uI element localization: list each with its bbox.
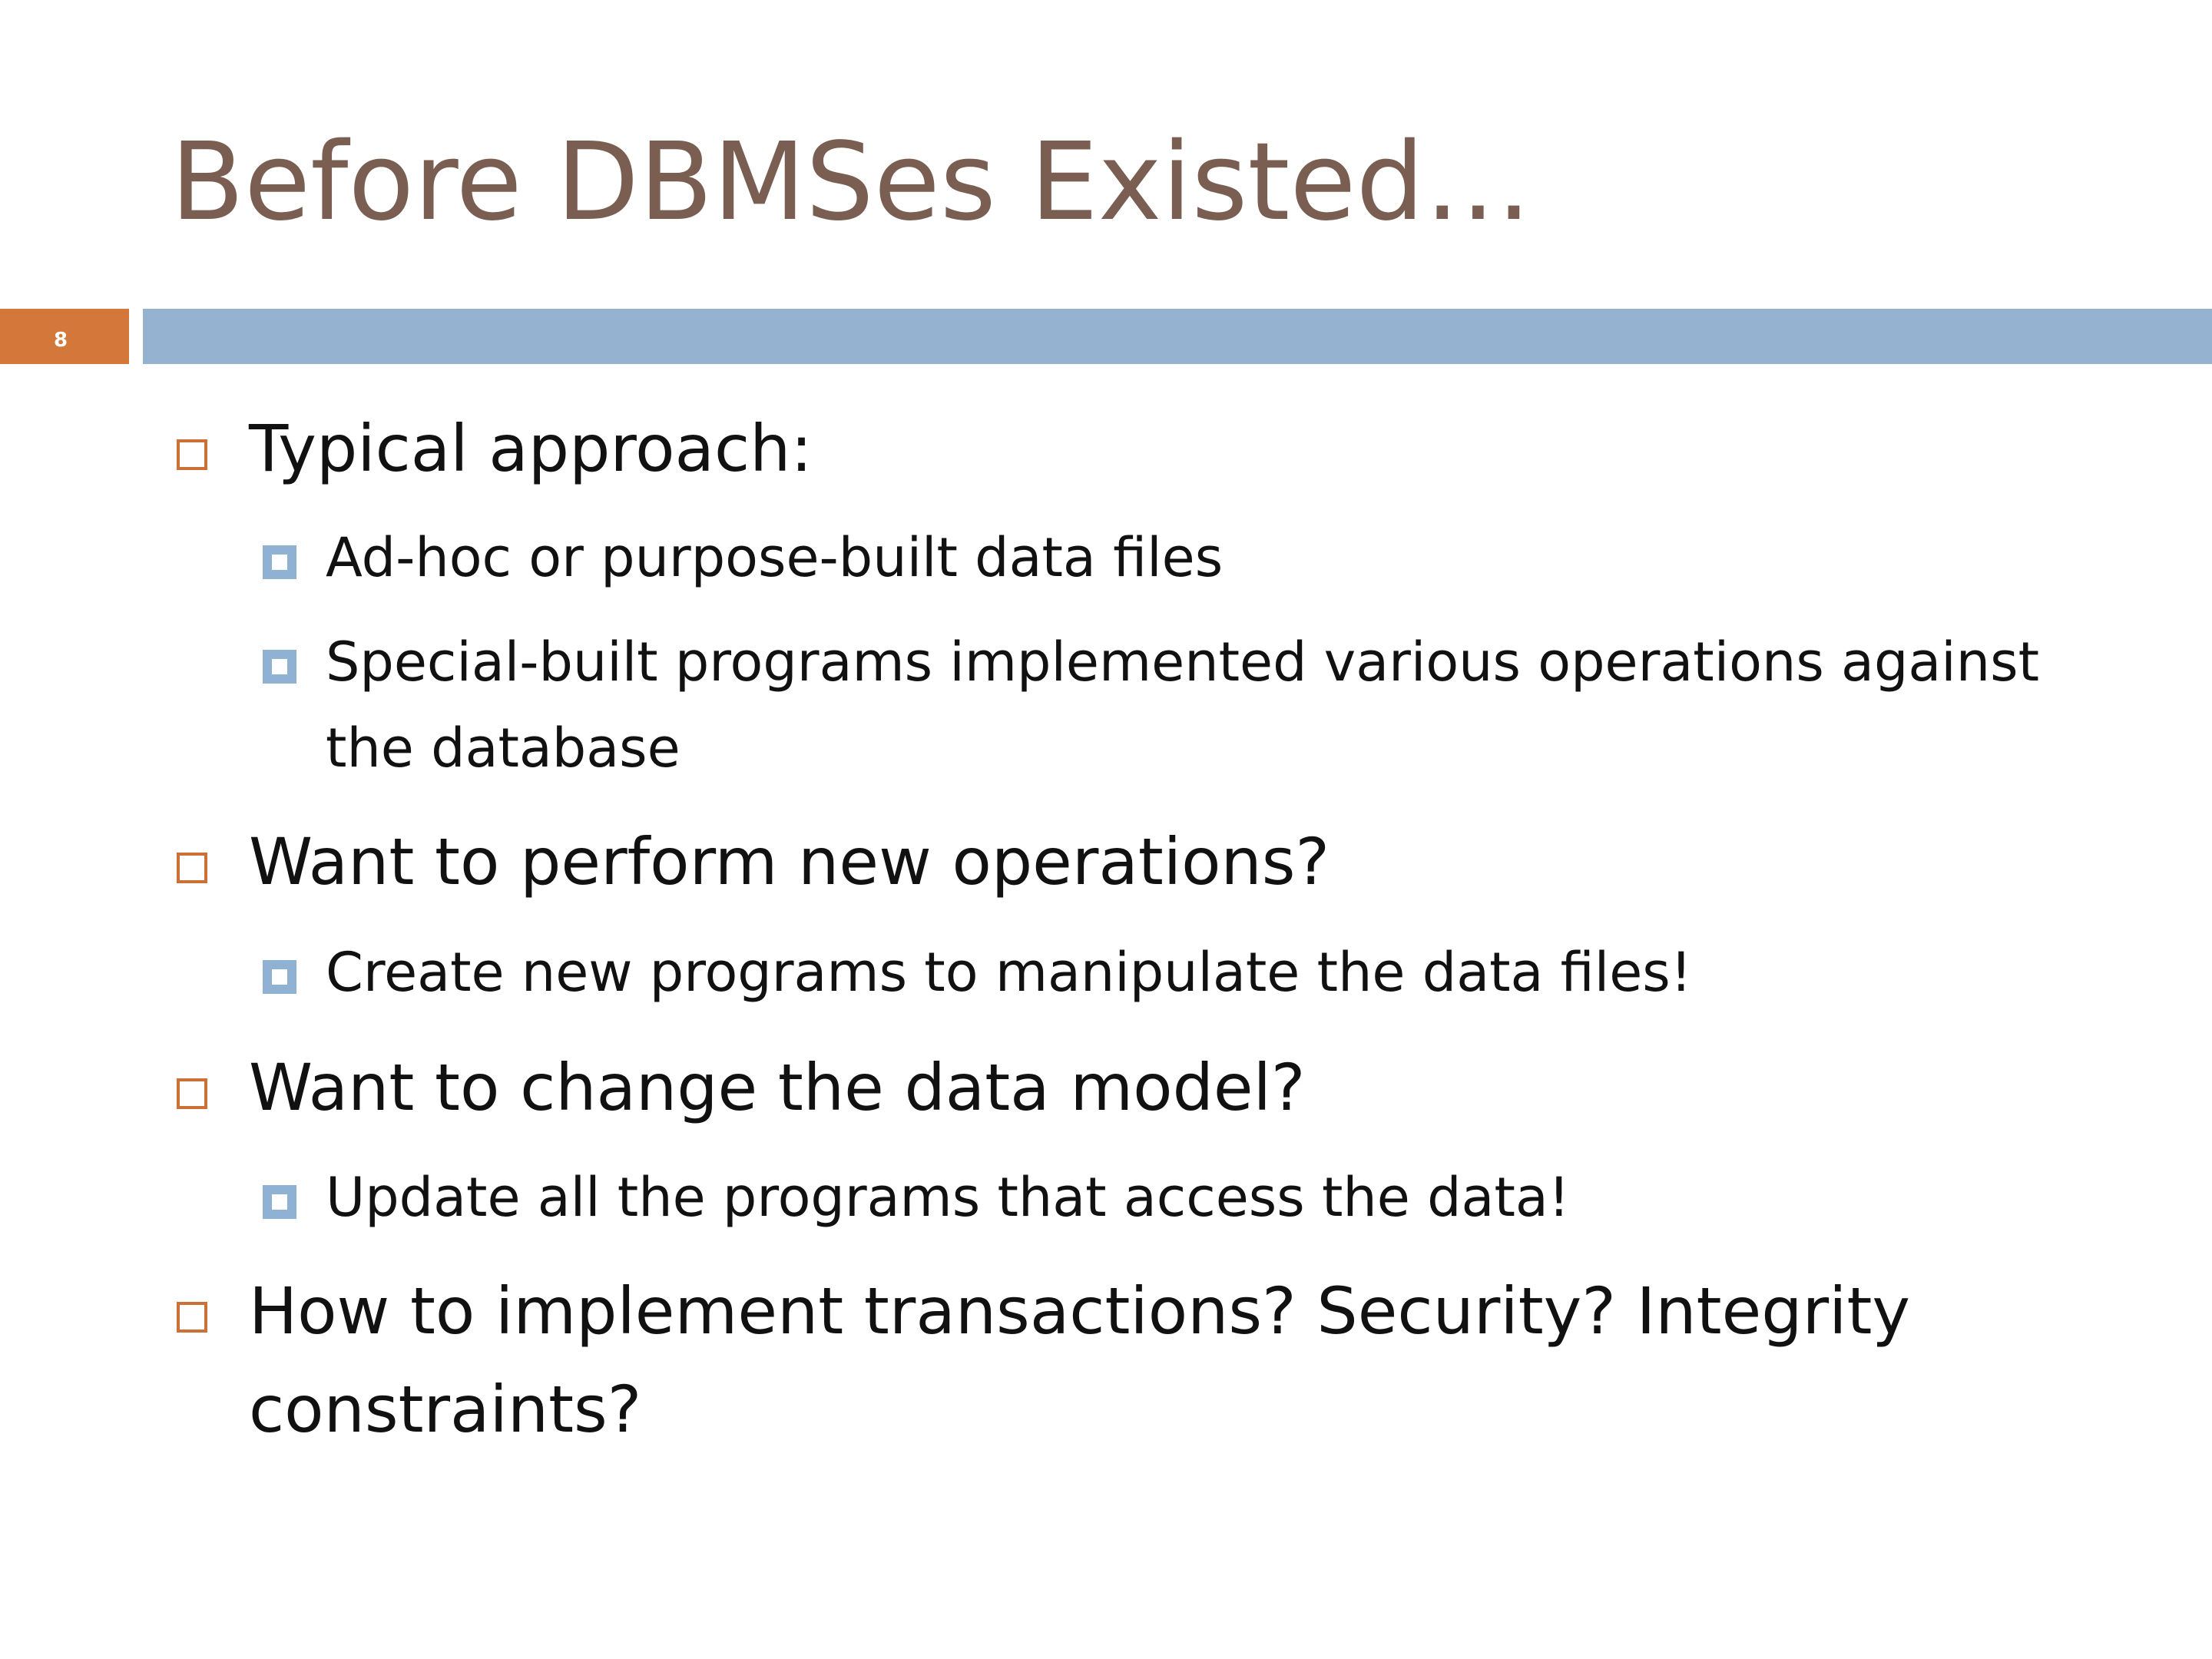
slide-number-box bbox=[0, 309, 129, 364]
bullet-text: Want to change the data model? bbox=[249, 1050, 1306, 1125]
bullet-level2: Create new programs to manipulate the da… bbox=[175, 929, 2088, 1015]
bullet-level1: Want to change the data model? bbox=[175, 1038, 2088, 1137]
bullet-level2: Ad-hoc or purpose-built data files bbox=[175, 515, 2088, 601]
bullet-level1: Want to perform new operations? bbox=[175, 813, 2088, 911]
bullet-text: Update all the programs that access the … bbox=[326, 1166, 1570, 1229]
bullet-level1: How to implement transactions? Security?… bbox=[175, 1262, 2088, 1459]
bullet-level2: Update all the programs that access the … bbox=[175, 1154, 2088, 1240]
slide-title: Before DBMSes Existed… bbox=[171, 120, 1532, 245]
title-divider-bar bbox=[143, 309, 2212, 364]
bullet-level2: Special-built programs implemented vario… bbox=[175, 619, 2088, 791]
bullet-text: Typical approach: bbox=[249, 411, 813, 486]
hollow-square-bullet-icon bbox=[177, 853, 207, 883]
square-bullet-icon bbox=[263, 650, 296, 684]
square-bullet-icon bbox=[263, 960, 296, 994]
bullet-text: Special-built programs implemented vario… bbox=[326, 631, 2040, 780]
bullet-level1: Typical approach: bbox=[175, 399, 2088, 498]
hollow-square-bullet-icon bbox=[177, 1302, 207, 1333]
slide-number: 8 bbox=[54, 329, 68, 352]
hollow-square-bullet-icon bbox=[177, 439, 207, 470]
square-bullet-icon bbox=[263, 545, 296, 579]
bullet-text: Ad-hoc or purpose-built data files bbox=[326, 526, 1224, 589]
square-bullet-icon bbox=[263, 1185, 296, 1219]
bullet-text: Create new programs to manipulate the da… bbox=[326, 941, 1692, 1004]
hollow-square-bullet-icon bbox=[177, 1078, 207, 1109]
bullet-text: How to implement transactions? Security?… bbox=[249, 1273, 1911, 1447]
bullet-text: Want to perform new operations? bbox=[249, 824, 1330, 899]
